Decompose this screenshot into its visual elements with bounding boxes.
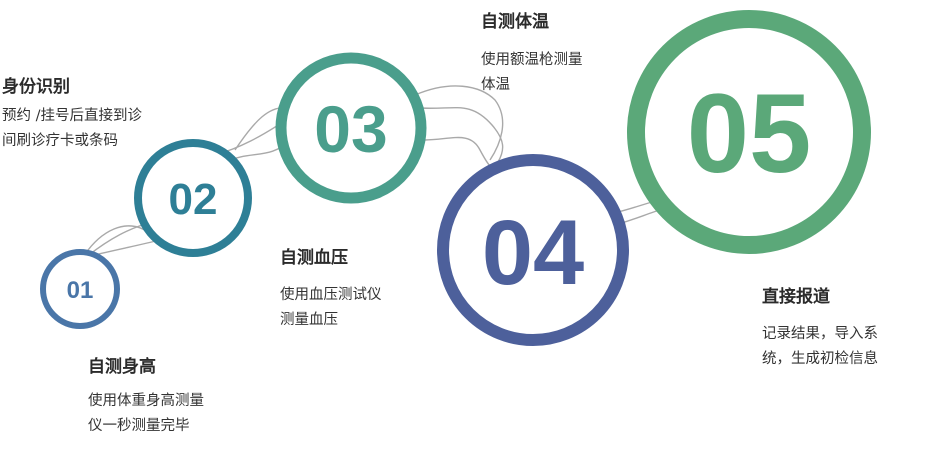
step-1-number: 01: [67, 277, 94, 304]
step-5-number: 05: [687, 71, 812, 196]
step-1-desc-line-2: 仪一秒测量完毕: [88, 418, 190, 434]
step-2-ring: [134, 139, 252, 257]
connector-3-4: [419, 106, 504, 163]
step-4-number: 04: [482, 202, 584, 304]
step-5-circle: 05: [627, 10, 871, 254]
step-1-title: 自测身高: [88, 357, 156, 377]
connector-3-4: [424, 136, 497, 170]
connector-1-2: [89, 239, 161, 257]
step-5-desc-line-1: 记录结果，导入系: [762, 326, 878, 342]
step-3-number: 03: [314, 92, 387, 166]
step-3-ring: [275, 52, 427, 204]
step-5-ring: [627, 10, 871, 254]
step-3-description: 使用血压测试仪 测量血压: [280, 283, 382, 333]
step-2-number: 02: [169, 175, 218, 224]
step-3-title: 自测血压: [280, 248, 348, 268]
step-5-title: 直接报道: [762, 287, 830, 307]
step-1-description: 使用体重身高测量 仪一秒测量完毕: [88, 389, 204, 439]
step-1-desc-line-1: 使用体重身高测量: [88, 393, 204, 409]
step-5-description: 记录结果，导入系 统，生成初检信息: [762, 322, 878, 372]
step-2-title: 身份识别: [2, 77, 70, 97]
step-4-circle: 04: [437, 154, 629, 346]
step-2-desc-line-1: 预约 /挂号后直接到诊: [2, 108, 142, 124]
step-4-desc-line-1: 使用额温枪测量: [481, 52, 583, 68]
connector-3-4: [414, 85, 504, 161]
step-5-desc-line-2: 统，生成初检信息: [762, 351, 878, 367]
step-4-title: 自测体温: [481, 12, 549, 32]
step-2-circle: 02: [134, 139, 252, 257]
step-3-desc-line-2: 测量血压: [280, 312, 338, 328]
step-1-ring: [40, 249, 120, 329]
step-2-desc-line-2: 间刷诊疗卡或条码: [2, 133, 118, 149]
step-4-description: 使用额温枪测量 体温: [481, 48, 583, 98]
step-3-desc-line-1: 使用血压测试仪: [280, 287, 382, 303]
step-3-circle: 03: [275, 52, 427, 204]
step-2-description: 预约 /挂号后直接到诊 间刷诊疗卡或条码: [2, 104, 142, 154]
step-1-circle: 01: [40, 249, 120, 329]
step-4-ring: [437, 154, 629, 346]
step-4-desc-line-2: 体温: [481, 77, 510, 93]
